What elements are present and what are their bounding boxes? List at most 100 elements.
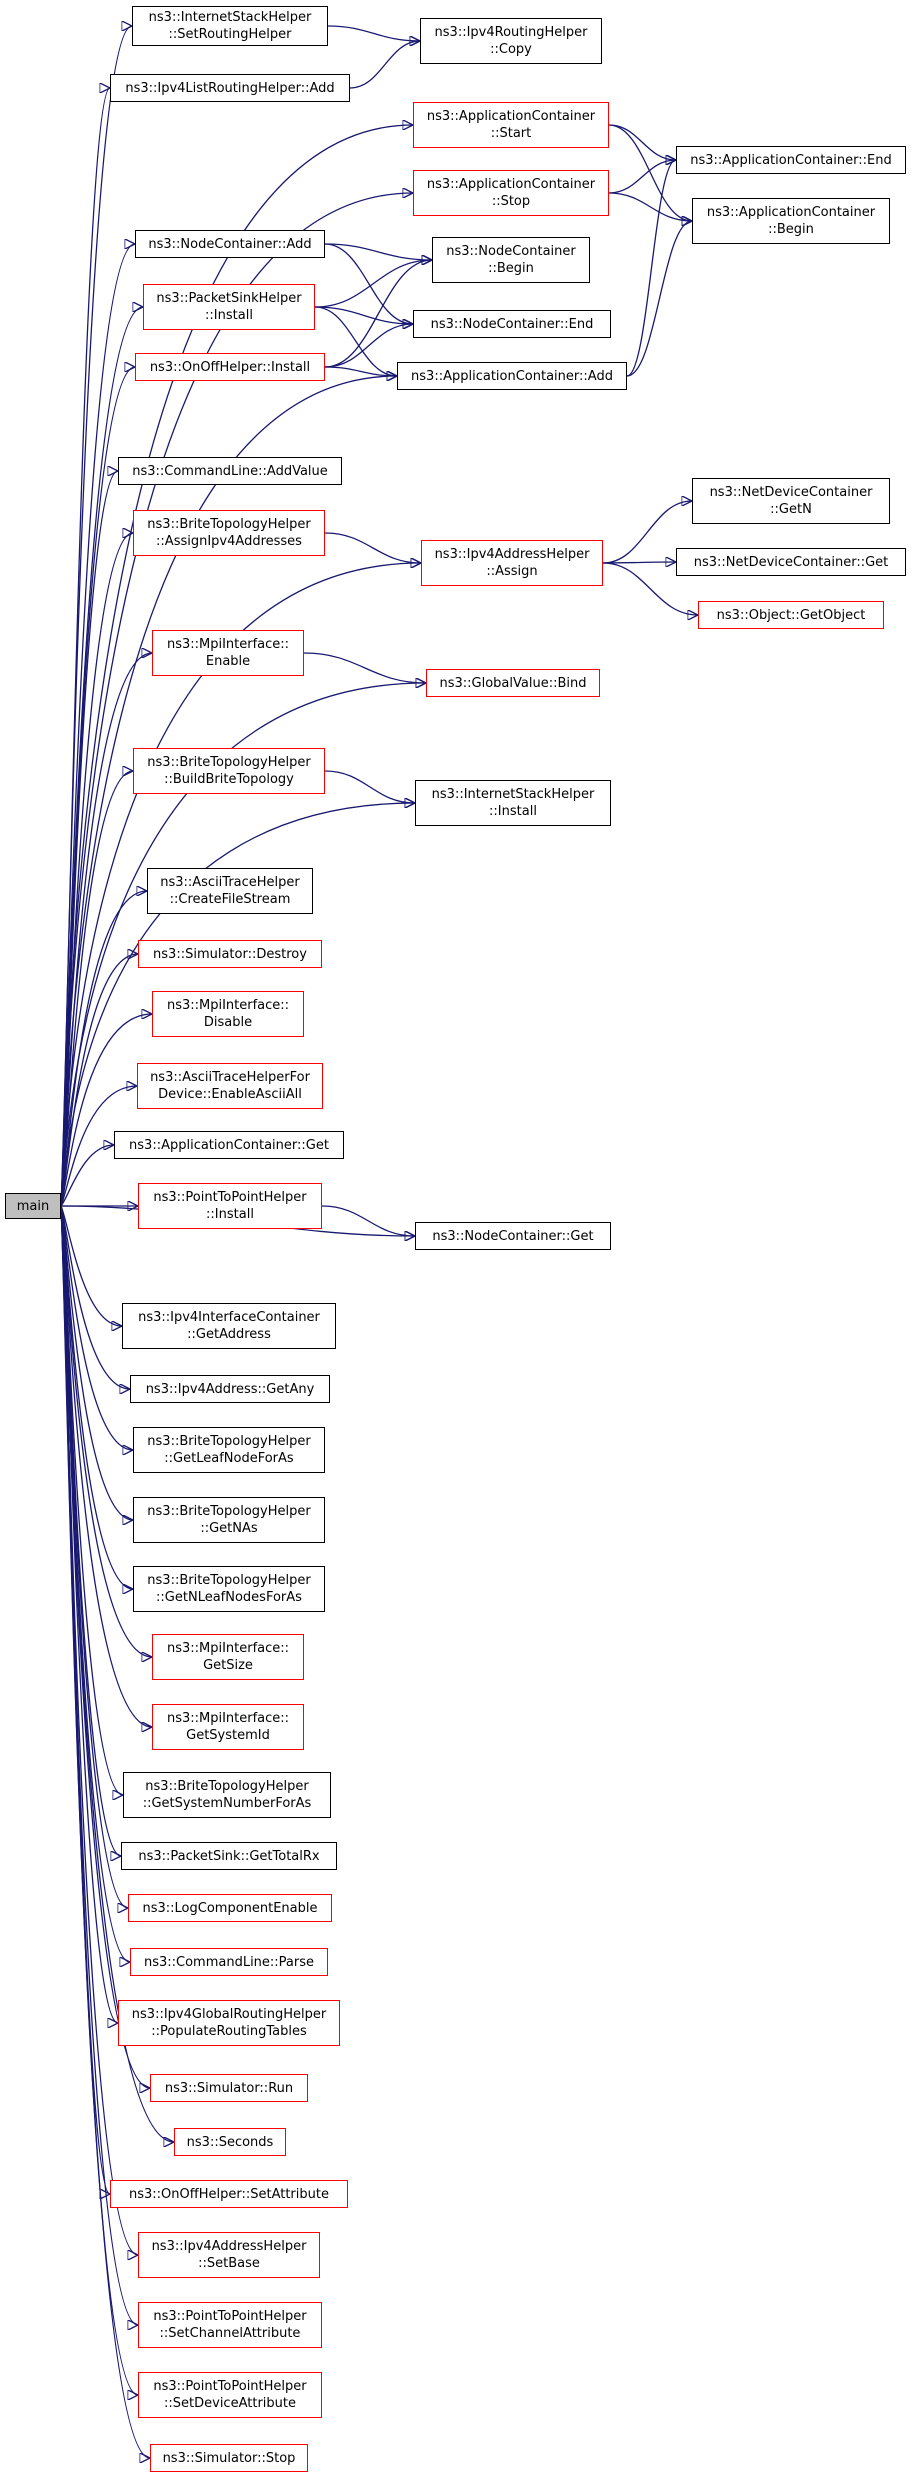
node-label: ::Install [489, 804, 537, 819]
node-p2p-setchannel[interactable]: ns3::PointToPointHelper::SetChannelAttri… [138, 2302, 322, 2348]
node-bth-getsysnum[interactable]: ns3::BriteTopologyHelper::GetSystemNumbe… [123, 1772, 331, 1818]
node-cl-parse[interactable]: ns3::CommandLine::Parse [130, 1948, 328, 1976]
node-ac-stop[interactable]: ns3::ApplicationContainer::Stop [413, 170, 609, 216]
node-nc-add[interactable]: ns3::NodeContainer::Add [135, 230, 325, 258]
node-log-enable[interactable]: ns3::LogComponentEnable [128, 1894, 332, 1922]
node-label: Device::EnableAsciiAll [158, 1087, 302, 1102]
node-label: ns3::Simulator::Stop [162, 2450, 296, 2466]
node-gv-bind[interactable]: ns3::GlobalValue::Bind [426, 669, 600, 697]
node-label: ns3::PointToPointHelper [153, 2309, 307, 2324]
node-ish-install[interactable]: ns3::InternetStackHelper::Install [415, 780, 611, 826]
node-p2p-install[interactable]: ns3::PointToPointHelper::Install [138, 1183, 322, 1229]
edge-ac-stop-to-ac-begin [608, 192, 692, 221]
node-label: ns3::OnOffHelper::Install [149, 359, 311, 375]
node-label: ns3::MpiInterface:: [166, 998, 290, 1013]
node-label: ns3::BriteTopologyHelper [147, 1434, 311, 1449]
node-sim-run[interactable]: ns3::Simulator::Run [150, 2074, 308, 2102]
node-nc-get[interactable]: ns3::NodeContainer::Get [415, 1222, 611, 1250]
node-cl-addvalue[interactable]: ns3::CommandLine::AddValue [118, 457, 342, 485]
edge-main-to-ath-create [60, 891, 147, 1207]
node-label: ns3::InternetStackHelper [148, 10, 312, 25]
node-label: ns3::NodeContainer::End [430, 316, 594, 332]
node-label: ::GetNLeafNodesForAs [156, 1590, 302, 1605]
node-ooh-setattr[interactable]: ns3::OnOffHelper::SetAttribute [110, 2180, 348, 2208]
node-ipv4lrh-add[interactable]: ns3::Ipv4ListRoutingHelper::Add [110, 74, 350, 102]
node-seconds[interactable]: ns3::Seconds [174, 2128, 286, 2156]
edge-psh-install-to-nc-begin [314, 260, 432, 308]
node-label: ns3::ApplicationContainer [426, 177, 596, 192]
node-mpi-disable[interactable]: ns3::MpiInterface::Disable [152, 991, 304, 1037]
node-label: ns3::PacketSinkHelper [156, 291, 302, 306]
node-ooh-install[interactable]: ns3::OnOffHelper::Install [135, 353, 325, 381]
node-label: ns3::NodeContainer [446, 244, 576, 259]
edge-ipv4ah-assign-to-obj-getobject [602, 562, 698, 615]
node-psh-install[interactable]: ns3::PacketSinkHelper::Install [143, 284, 315, 330]
node-label: ::Begin [488, 261, 534, 276]
node-bth-getnas[interactable]: ns3::BriteTopologyHelper::GetNAs [133, 1497, 325, 1543]
node-bth-build[interactable]: ns3::BriteTopologyHelper::BuildBriteTopo… [133, 748, 325, 794]
node-ipv4ah-assign[interactable]: ns3::Ipv4AddressHelper::Assign [421, 540, 603, 586]
node-bth-getnleaf[interactable]: ns3::BriteTopologyHelper::GetNLeafNodesF… [133, 1566, 325, 1612]
node-mpi-getsysid[interactable]: ns3::MpiInterface::GetSystemId [152, 1704, 304, 1750]
edge-bth-build-to-ish-install [324, 770, 415, 803]
edge-nc-add-to-nc-begin [324, 243, 432, 260]
node-ipv4rh-copy[interactable]: ns3::Ipv4RoutingHelper::Copy [420, 18, 602, 64]
node-label: ::PopulateRoutingTables [151, 2024, 307, 2039]
node-nc-end[interactable]: ns3::NodeContainer::End [413, 310, 611, 338]
node-ndc-get[interactable]: ns3::NetDeviceContainer::Get [676, 548, 906, 576]
node-label: ns3::ApplicationContainer::Add [411, 368, 613, 384]
edge-ooh-install-to-ac-add [324, 366, 397, 376]
node-label: ns3::PointToPointHelper [153, 2379, 307, 2394]
node-ath-create[interactable]: ns3::AsciiTraceHelper::CreateFileStream [147, 868, 313, 914]
edge-main-to-ac-get [60, 1145, 115, 1207]
node-ipv4grh-populate[interactable]: ns3::Ipv4GlobalRoutingHelper::PopulateRo… [118, 2000, 340, 2046]
node-label: ::AssignIpv4Addresses [156, 534, 302, 549]
edge-main-to-ipv4ic-getaddr [60, 1205, 122, 1326]
edge-ooh-install-to-nc-begin [324, 260, 432, 368]
node-ipv4ic-getaddr[interactable]: ns3::Ipv4InterfaceContainer::GetAddress [122, 1303, 336, 1349]
node-label: ns3::Simulator::Destroy [153, 946, 307, 962]
node-ipv4a-getany[interactable]: ns3::Ipv4Address::GetAny [130, 1375, 330, 1403]
node-label: ns3::ApplicationContainer [706, 205, 876, 220]
node-label: Enable [205, 654, 251, 669]
node-label: ::Start [490, 126, 532, 141]
edge-bth-assign-to-ipv4ah-assign [324, 532, 421, 563]
node-ac-add[interactable]: ns3::ApplicationContainer::Add [397, 362, 627, 390]
node-label: ns3::Ipv4GlobalRoutingHelper [131, 2007, 327, 2022]
node-bth-getleaf[interactable]: ns3::BriteTopologyHelper::GetLeafNodeFor… [133, 1427, 325, 1473]
node-label: ns3::BriteTopologyHelper [147, 517, 311, 532]
node-label: ::Install [205, 308, 253, 323]
node-label: ::GetN [770, 502, 812, 517]
node-p2p-setdevice[interactable]: ns3::PointToPointHelper::SetDeviceAttrib… [138, 2372, 322, 2418]
node-mpi-getsize[interactable]: ns3::MpiInterface::GetSize [152, 1634, 304, 1680]
node-ps-gettotalrx[interactable]: ns3::PacketSink::GetTotalRx [121, 1842, 337, 1870]
edge-ooh-install-to-nc-end [324, 324, 413, 368]
node-mpi-enable[interactable]: ns3::MpiInterface::Enable [152, 630, 304, 676]
node-ish-setrouting[interactable]: ns3::InternetStackHelper::SetRoutingHelp… [132, 6, 328, 46]
node-label: ::Begin [768, 222, 814, 237]
node-label: GetSize [203, 1658, 253, 1673]
node-label: ::SetChannelAttribute [159, 2326, 301, 2341]
node-ac-start[interactable]: ns3::ApplicationContainer::Start [413, 102, 609, 148]
node-label: ns3::Ipv4AddressHelper [151, 2239, 307, 2254]
node-ndc-getn[interactable]: ns3::NetDeviceContainer::GetN [692, 478, 890, 524]
node-main[interactable]: main [5, 1193, 61, 1219]
node-bth-assign[interactable]: ns3::BriteTopologyHelper::AssignIpv4Addr… [133, 510, 325, 556]
node-ac-begin[interactable]: ns3::ApplicationContainer::Begin [692, 198, 890, 244]
node-label: ns3::InternetStackHelper [431, 787, 595, 802]
node-sim-destroy[interactable]: ns3::Simulator::Destroy [138, 940, 322, 968]
node-obj-getobject[interactable]: ns3::Object::GetObject [698, 601, 884, 629]
node-label: ::SetDeviceAttribute [164, 2396, 296, 2411]
node-ac-get[interactable]: ns3::ApplicationContainer::Get [114, 1131, 344, 1159]
node-ipv4ah-setbase[interactable]: ns3::Ipv4AddressHelper::SetBase [138, 2232, 320, 2278]
node-label: ::GetSystemNumberForAs [142, 1796, 312, 1811]
node-label: ns3::Ipv4AddressHelper [434, 547, 590, 562]
edge-p2p-install-to-nc-get [321, 1205, 415, 1236]
node-nc-begin[interactable]: ns3::NodeContainer::Begin [432, 237, 590, 283]
node-label: ns3::BriteTopologyHelper [147, 755, 311, 770]
node-label: ns3::Seconds [186, 2134, 274, 2150]
node-sim-stop[interactable]: ns3::Simulator::Stop [150, 2444, 308, 2472]
node-label: ns3::NodeContainer::Get [432, 1228, 594, 1244]
node-ac-end[interactable]: ns3::ApplicationContainer::End [676, 146, 906, 174]
